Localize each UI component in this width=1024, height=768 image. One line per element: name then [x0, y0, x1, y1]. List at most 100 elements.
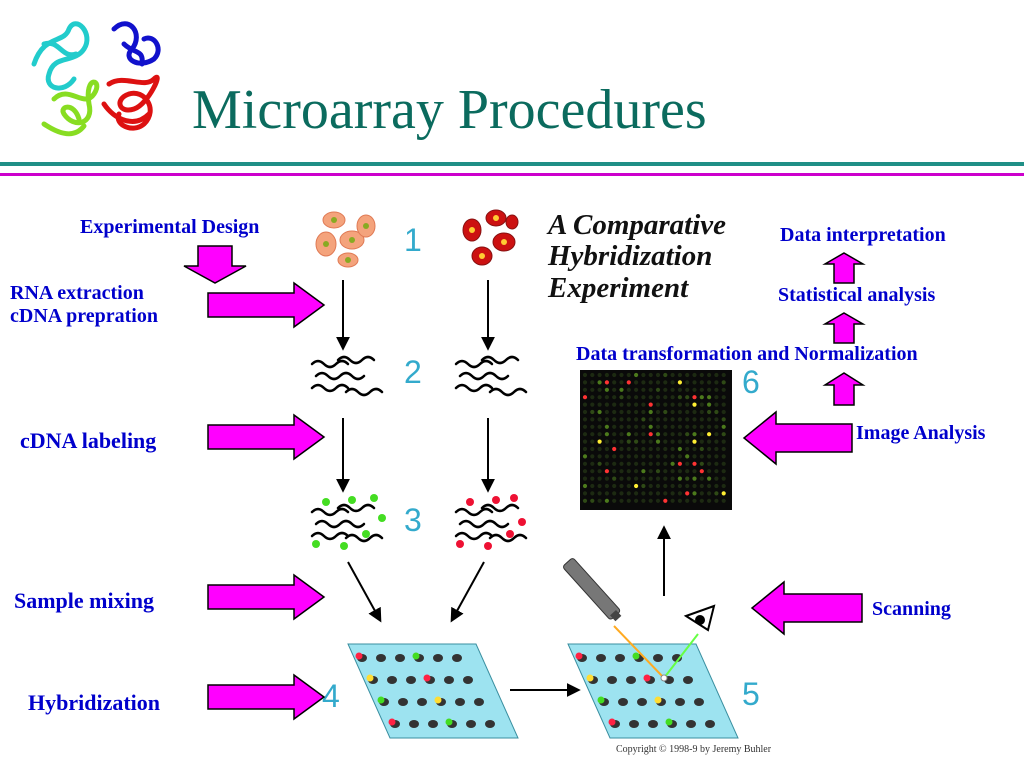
microarray-spot [677, 380, 682, 385]
microarray-spot [707, 461, 712, 466]
microarray-spot [677, 395, 682, 400]
microarray-spot [619, 395, 624, 400]
microarray-spot [677, 454, 682, 459]
microarray-spot [670, 395, 675, 400]
microarray-spot [707, 476, 712, 481]
microarray-spot [626, 439, 631, 444]
microarray-spot [626, 461, 631, 466]
step-number-3: 3 [404, 502, 422, 538]
microarray-spot [590, 417, 595, 422]
microarray-spot [590, 380, 595, 385]
microarray-spot [663, 461, 668, 466]
microarray-spot [604, 417, 609, 422]
microarray-spot [655, 439, 661, 444]
microarray-spot [714, 469, 719, 474]
microarray-spot [634, 439, 639, 444]
microarray-spot [648, 498, 653, 503]
microarray-spot [648, 461, 653, 466]
microarray-spot [626, 395, 631, 400]
microarray-spot [714, 461, 719, 466]
microarray-spot [597, 372, 602, 378]
microarray-spot [707, 380, 712, 385]
array-spot [672, 654, 682, 662]
bound-label-dot [445, 718, 453, 726]
microarray-spot [655, 424, 661, 429]
microarray-spot [582, 454, 588, 459]
microarray-spot [619, 446, 624, 452]
microarray-spot [612, 439, 617, 444]
microarray-spot [714, 372, 719, 378]
microarray-spot [707, 409, 712, 415]
scanned-slide [567, 643, 739, 739]
microarray-spot [670, 476, 675, 481]
microarray-spot [641, 402, 646, 407]
microarray-spot [597, 424, 602, 429]
microarray-spot [692, 417, 697, 422]
microarray-spot [604, 387, 609, 392]
microarray-spot [692, 402, 697, 407]
microarray-spot [641, 491, 646, 496]
microarray-spot [634, 454, 639, 459]
microarray-spot [590, 491, 595, 496]
microarray-spot [685, 439, 690, 444]
bound-label-dot [643, 674, 651, 682]
microarray-spot [685, 476, 690, 481]
microarray-spot [604, 395, 609, 400]
up-arrow-transformation-to-statistics [822, 312, 866, 344]
label-rna-extraction: RNA extraction cDNA prepration [10, 282, 158, 328]
microarray-spot [707, 469, 712, 474]
microarray-spot [582, 409, 588, 415]
microarray-spot [648, 446, 653, 452]
microarray-spot [641, 387, 646, 392]
microarray-spot [692, 395, 697, 400]
array-spot [686, 720, 696, 728]
array-spot [615, 654, 625, 662]
microarray-spot [626, 387, 631, 392]
microarray-spot [714, 387, 719, 392]
copyright-notice: Copyright © 1998-9 by Jeremy Buhler [616, 744, 772, 755]
microarray-spot [692, 387, 697, 392]
microarray-spot [714, 498, 719, 503]
microarray-spot [707, 491, 712, 496]
label-scanning: Scanning [872, 598, 951, 620]
microarray-spot [714, 446, 719, 452]
microarray-spot [619, 439, 624, 444]
microarray-spot [677, 409, 682, 415]
microarray-spot [692, 439, 697, 444]
microarray-spot [670, 483, 675, 489]
microarray-spot [699, 491, 704, 496]
microarray-spot [619, 432, 624, 437]
microarray-spot [619, 491, 624, 496]
microarray-spot [648, 372, 653, 378]
microarray-spot [721, 454, 726, 459]
microarray-spot [641, 483, 646, 489]
microarray-spot [634, 476, 639, 481]
array-spot [705, 720, 715, 728]
microarray-spot [612, 387, 617, 392]
microarray-spot [655, 461, 661, 466]
array-spot [463, 676, 473, 684]
microarray-spot [670, 491, 675, 496]
page-title: Microarray Procedures [192, 79, 707, 141]
array-spot [629, 720, 639, 728]
microarray-spot [648, 432, 653, 437]
microarray-spot [626, 483, 631, 489]
microarray-spot [597, 454, 602, 459]
microarray-spot [619, 409, 624, 415]
microarray-spot [692, 446, 697, 452]
microarray-spot [619, 476, 624, 481]
microarray-spot [641, 409, 646, 415]
array-spot [409, 720, 419, 728]
microarray-spot [582, 491, 588, 496]
microarray-spot [677, 498, 682, 503]
microarray-spot [707, 483, 712, 489]
microarray-spot [582, 432, 588, 437]
microarray-spot [721, 372, 726, 378]
microarray-spot [655, 446, 661, 452]
microarray-spot [612, 446, 617, 452]
label-sample-mixing: Sample mixing [14, 588, 154, 613]
eye-icon [683, 604, 716, 632]
microarray-spot [597, 387, 602, 392]
microarray-spot [634, 417, 639, 422]
label-image-analysis: Image Analysis [856, 422, 986, 444]
